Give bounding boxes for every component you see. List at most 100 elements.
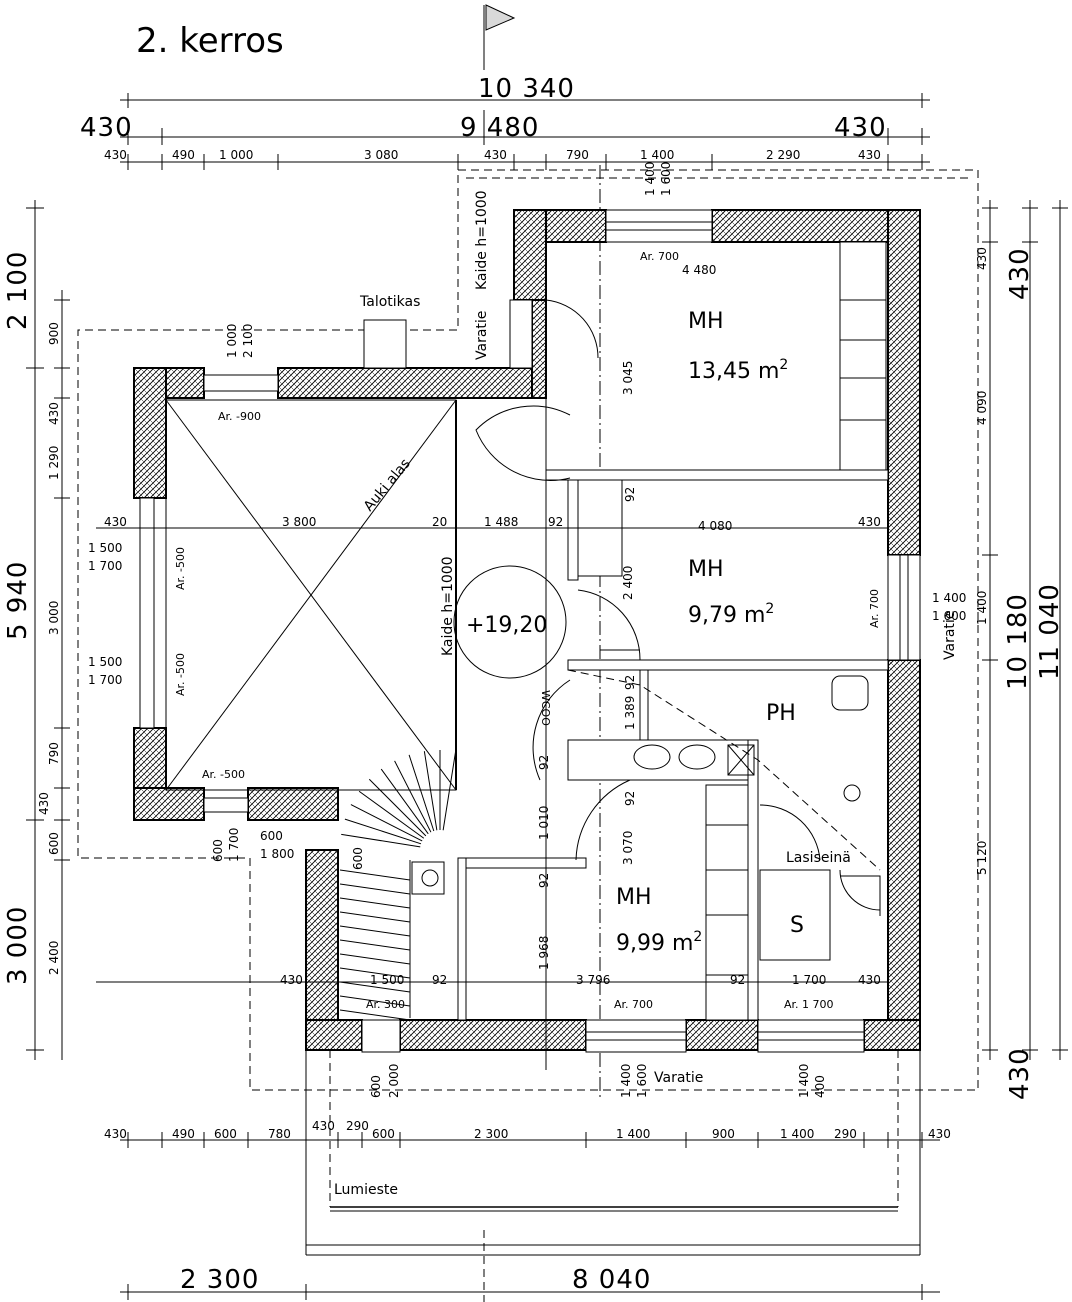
dim-label: 4 480 — [682, 263, 716, 277]
label-lasiseina: Lasiseinä — [786, 850, 851, 866]
exterior-walls — [133, 209, 921, 1051]
dim-label: 790 — [566, 148, 589, 162]
room-name: S — [790, 913, 804, 938]
stair-tread — [339, 981, 411, 993]
left-dimension-chains — [26, 200, 70, 1060]
stair-tread — [423, 751, 438, 831]
stair-tread — [339, 925, 411, 937]
window-note: Ar. -500 — [174, 653, 187, 696]
dim-label: 600 — [211, 839, 225, 862]
dim-label: 430 — [858, 973, 881, 987]
dim-label: 1 700 — [88, 673, 122, 687]
top-dimension-chains — [120, 93, 930, 170]
stair-tread — [368, 778, 427, 837]
dim-label: 430 — [104, 148, 127, 162]
top-detail-dims: 430 490 1 000 3 080 430 790 1 400 2 290 … — [104, 148, 881, 162]
dim-label: 1 400 — [616, 1127, 650, 1141]
dim-label: 92 — [623, 487, 637, 502]
dim-label: 2 000 — [387, 1064, 401, 1098]
dim-label: 1 389 — [623, 696, 637, 730]
north-arrow-icon — [483, 4, 516, 70]
dim-label: 3 800 — [282, 515, 316, 529]
dim-label: 290 — [834, 1127, 857, 1141]
dim-label: 1 400 — [932, 591, 966, 605]
dim-label: 1 400 — [640, 148, 674, 162]
dim-left-large: 2 100 — [3, 251, 33, 330]
dim-left-large: 5 940 — [3, 561, 33, 640]
stair-tread — [341, 833, 421, 848]
dim-label: 430 — [47, 402, 61, 425]
stair-tread — [344, 818, 422, 845]
dim-label: 1 600 — [932, 609, 966, 623]
dim-label: 1 400 — [780, 1127, 814, 1141]
dim-label: 2 290 — [766, 148, 800, 162]
stair-tread — [358, 790, 425, 839]
dim-label: 3 070 — [621, 831, 635, 865]
dim-label: 1 488 — [484, 515, 518, 529]
label-varatie: Varatie — [474, 311, 490, 360]
level-marker — [453, 565, 567, 679]
dim-label: 1 290 — [47, 446, 61, 480]
stair-tread — [339, 967, 411, 979]
dim-label: 600 — [351, 847, 365, 870]
label-talotikas: Talotikas — [359, 294, 420, 310]
window-note: Ar. -900 — [218, 410, 261, 423]
stair-tread — [339, 939, 411, 951]
dim-label: 780 — [268, 1127, 291, 1141]
dim-label: 400 — [813, 1075, 827, 1098]
dim-label: 490 — [172, 1127, 195, 1141]
room-name: PH — [766, 701, 796, 726]
label-level: +19,20 — [466, 613, 547, 638]
dim-label: 3 045 — [621, 361, 635, 395]
dim-right-large: 11 040 — [1035, 583, 1065, 680]
window-note: Ar. 700 — [614, 998, 653, 1011]
dim-label: 4 080 — [698, 519, 732, 533]
dim-label: 600 — [260, 829, 283, 843]
dim-label: 600 — [47, 832, 61, 855]
dim-label: 430 — [312, 1119, 335, 1133]
dim-label: 790 — [47, 742, 61, 765]
dim-label: 490 — [172, 148, 195, 162]
floor-opening-cross — [165, 399, 457, 791]
dim-label: 1 000 — [219, 148, 253, 162]
bottom-detail-dims: 430 490 600 780 430 290 600 2 300 1 400 … — [104, 1119, 951, 1141]
dim-label: 290 — [346, 1119, 369, 1133]
room-name: MH — [688, 309, 724, 334]
window-note: Ar. 1 700 — [784, 998, 834, 1011]
dim-label: 1 400 — [797, 1064, 811, 1098]
dim-bottom-left: 2 300 — [180, 1265, 259, 1295]
dim-label: 2 100 — [241, 324, 255, 358]
dim-label: 430 — [280, 973, 303, 987]
window-note: Ar. -500 — [174, 547, 187, 590]
dim-label: 1 600 — [635, 1064, 649, 1098]
room-area: 9,79 m2 — [688, 601, 774, 628]
dim-label: 1 700 — [88, 559, 122, 573]
stair-tread — [339, 1009, 411, 1021]
label-kaide: Kaide h=1000 — [474, 190, 490, 290]
dim-label: 1 010 — [537, 806, 551, 840]
window-note: Ar. 700 — [640, 250, 679, 263]
dim-label: 430 — [104, 515, 127, 529]
dim-right-large: 430 — [1005, 247, 1035, 300]
dim-label: 1 400 — [643, 162, 657, 196]
dim-label: 92 — [537, 873, 551, 888]
stair-tread — [339, 995, 411, 1007]
stair-tread — [339, 897, 411, 909]
dim-label: 4 090 — [975, 391, 989, 425]
dim-label: 1 600 — [659, 162, 673, 196]
label-varatie: Varatie — [654, 1070, 703, 1086]
dim-label: 900 — [47, 322, 61, 345]
dim-label: 1 800 — [260, 847, 294, 861]
label-wc: WCOO — [539, 690, 552, 726]
dim-overall-width: 10 340 — [478, 74, 575, 104]
label-kaide: Kaide h=1000 — [440, 556, 456, 656]
bottom-dimension-chains — [120, 1132, 940, 1300]
dim-label: 92 — [537, 755, 551, 770]
dim-label: 3 000 — [47, 601, 61, 635]
stair-tread — [408, 754, 435, 832]
dim-label: 430 — [484, 148, 507, 162]
dim-label: 430 — [928, 1127, 951, 1141]
room-name: MH — [688, 557, 724, 582]
stair-tread — [350, 804, 423, 842]
internal-dims: 430 3 800 20 1 488 92 430 92 92 1 389 92… — [88, 162, 966, 1098]
